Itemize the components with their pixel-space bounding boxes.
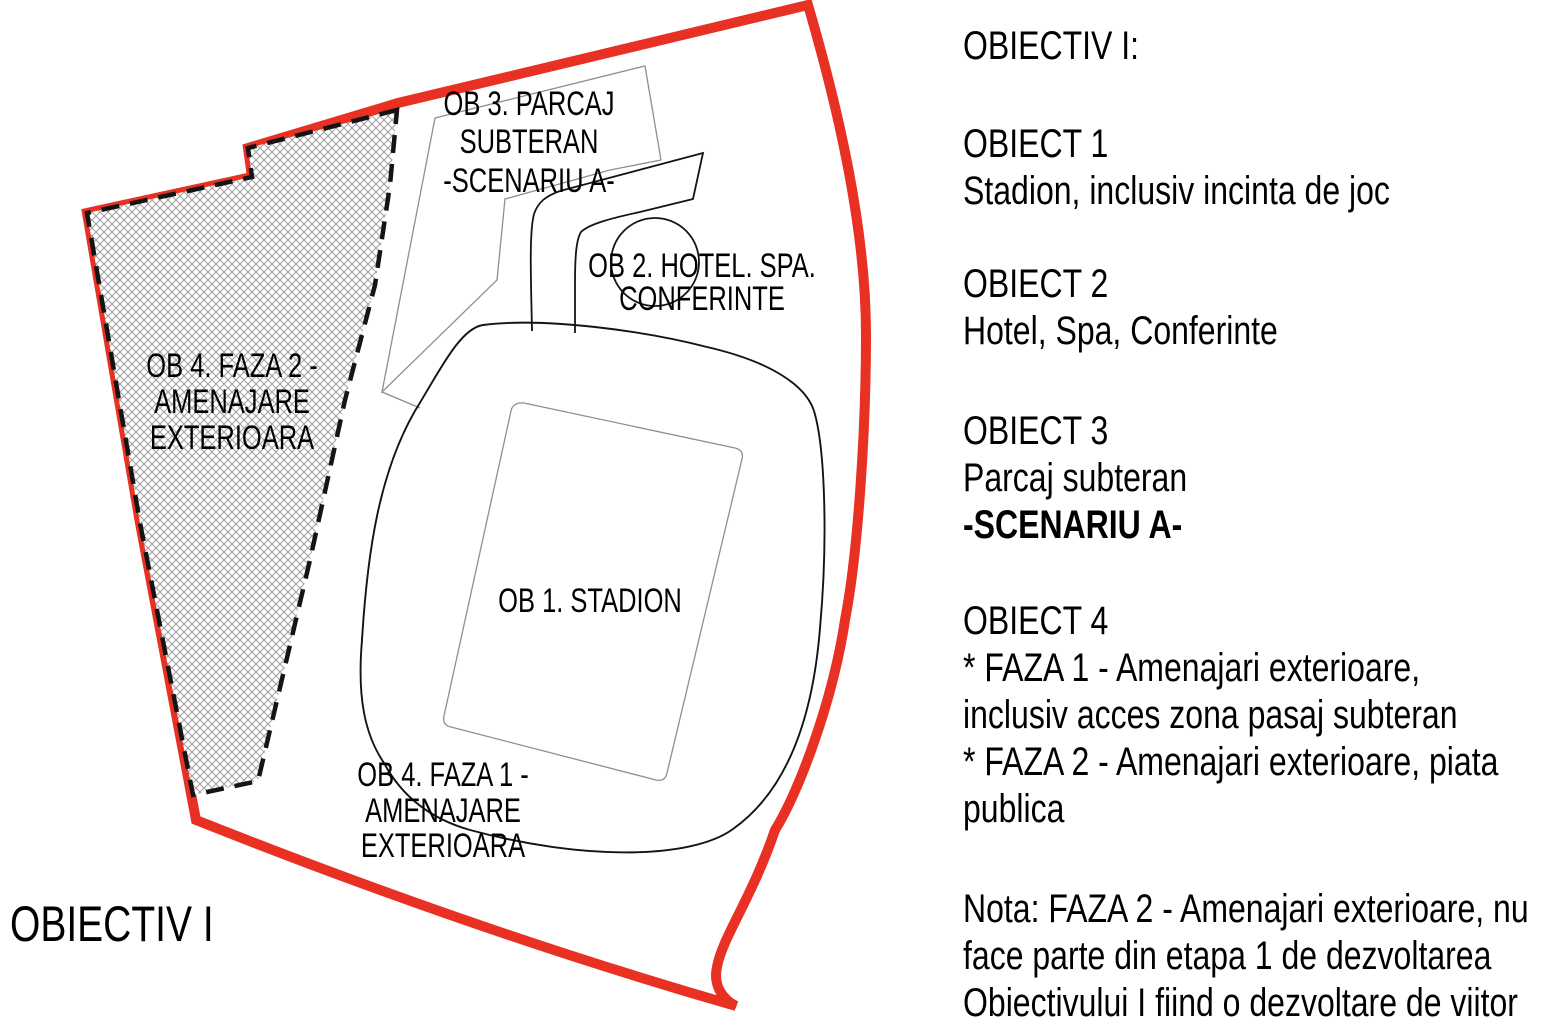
label-faza1-line3: EXTERIOARA <box>361 828 525 865</box>
legend-section-obiect1: OBIECT 1 Stadion, inclusiv incinta de jo… <box>963 121 1390 215</box>
label-faza2-line1: OB 4. FAZA 2 - <box>146 348 317 385</box>
label-ob3-line1: OB 3. PARCAJ <box>444 86 615 123</box>
label-ob2-hotel: OB 2. HOTEL. SPA. CONFERINTE <box>588 248 816 318</box>
label-faza1-line2: AMENAJARE <box>365 793 521 830</box>
legend-heading: OBIECT 3 <box>963 409 1109 453</box>
parcel-ob3-stub-line <box>381 391 421 409</box>
legend-section-obiect4: OBIECT 4 * FAZA 1 - Amenajari exterioare… <box>963 598 1498 833</box>
label-ob2-line2: CONFERINTE <box>619 281 785 318</box>
stadium-field-outline <box>443 402 743 781</box>
label-ob3-line2: SUBTERAN <box>460 124 599 161</box>
legend-heading: OBIECT 1 <box>963 122 1109 166</box>
legend-text-line: Nota: FAZA 2 - Amenajari exterioare, nu <box>963 887 1529 931</box>
label-ob2-line1: OB 2. HOTEL. SPA. <box>588 248 816 285</box>
legend-text-line: Parcaj subteran <box>963 456 1188 500</box>
legend-text-line: publica <box>963 787 1065 831</box>
hotel-circle-outline <box>610 217 700 307</box>
legend-heading: OBIECT 2 <box>963 262 1109 306</box>
label-faza1-line1: OB 4. FAZA 1 - <box>357 757 528 794</box>
legend-section-nota: Nota: FAZA 2 - Amenajari exterioare, nu … <box>963 886 1529 1027</box>
legend-text-line: * FAZA 2 - Amenajari exterioare, piata <box>963 740 1499 784</box>
label-faza2: OB 4. FAZA 2 - AMENAJARE EXTERIOARA <box>146 348 317 457</box>
label-faza2-line2: AMENAJARE <box>154 384 310 421</box>
legend-scenariu-bold-line: -SCENARIU A- <box>963 503 1183 547</box>
legend-section-obiect2: OBIECT 2 Hotel, Spa, Conferinte <box>963 261 1278 355</box>
legend-heading: OBIECT 4 <box>963 599 1109 643</box>
label-ob3-parcaj: OB 3. PARCAJ SUBTERAN -SCENARIU A- <box>443 86 614 200</box>
site-plan-drawing: OB 3. PARCAJ SUBTERAN -SCENARIU A- OB 2.… <box>10 0 872 1011</box>
legend-text-line: inclusiv acces zona pasaj subteran <box>963 693 1458 737</box>
legend-section-obiect3: OBIECT 3 Parcaj subteran -SCENARIU A- <box>963 408 1187 549</box>
legend-text-line: * FAZA 1 - Amenajari exterioare, <box>963 646 1421 690</box>
legend-text-line: face parte din etapa 1 de dezvoltarea <box>963 934 1492 978</box>
legend-title: OBIECTIV I: <box>963 24 1140 68</box>
site-boundary-red <box>81 0 872 1011</box>
label-obiectiv-big: OBIECTIV I <box>10 895 214 952</box>
legend-text-line: Hotel, Spa, Conferinte <box>963 309 1278 353</box>
label-faza1: OB 4. FAZA 1 - AMENAJARE EXTERIOARA <box>357 757 528 865</box>
faza2-hatched-area <box>84 107 400 798</box>
stadium-outer-outline <box>359 321 826 854</box>
plan-title: OBIECTIV I <box>10 895 214 952</box>
legend-text-line: Stadion, inclusiv incinta de joc <box>963 169 1390 213</box>
label-ob1-line1: OB 1. STADION <box>498 583 682 620</box>
legend-text-line: Obiectivului I fiind o dezvoltare de vii… <box>963 981 1518 1025</box>
label-ob3-line3: -SCENARIU A- <box>443 163 614 200</box>
parcel-ob3-outline <box>380 65 662 394</box>
label-ob1-stadion: OB 1. STADION <box>498 583 682 620</box>
label-faza2-line3: EXTERIOARA <box>150 420 314 457</box>
hotel-band-outline <box>529 151 705 333</box>
